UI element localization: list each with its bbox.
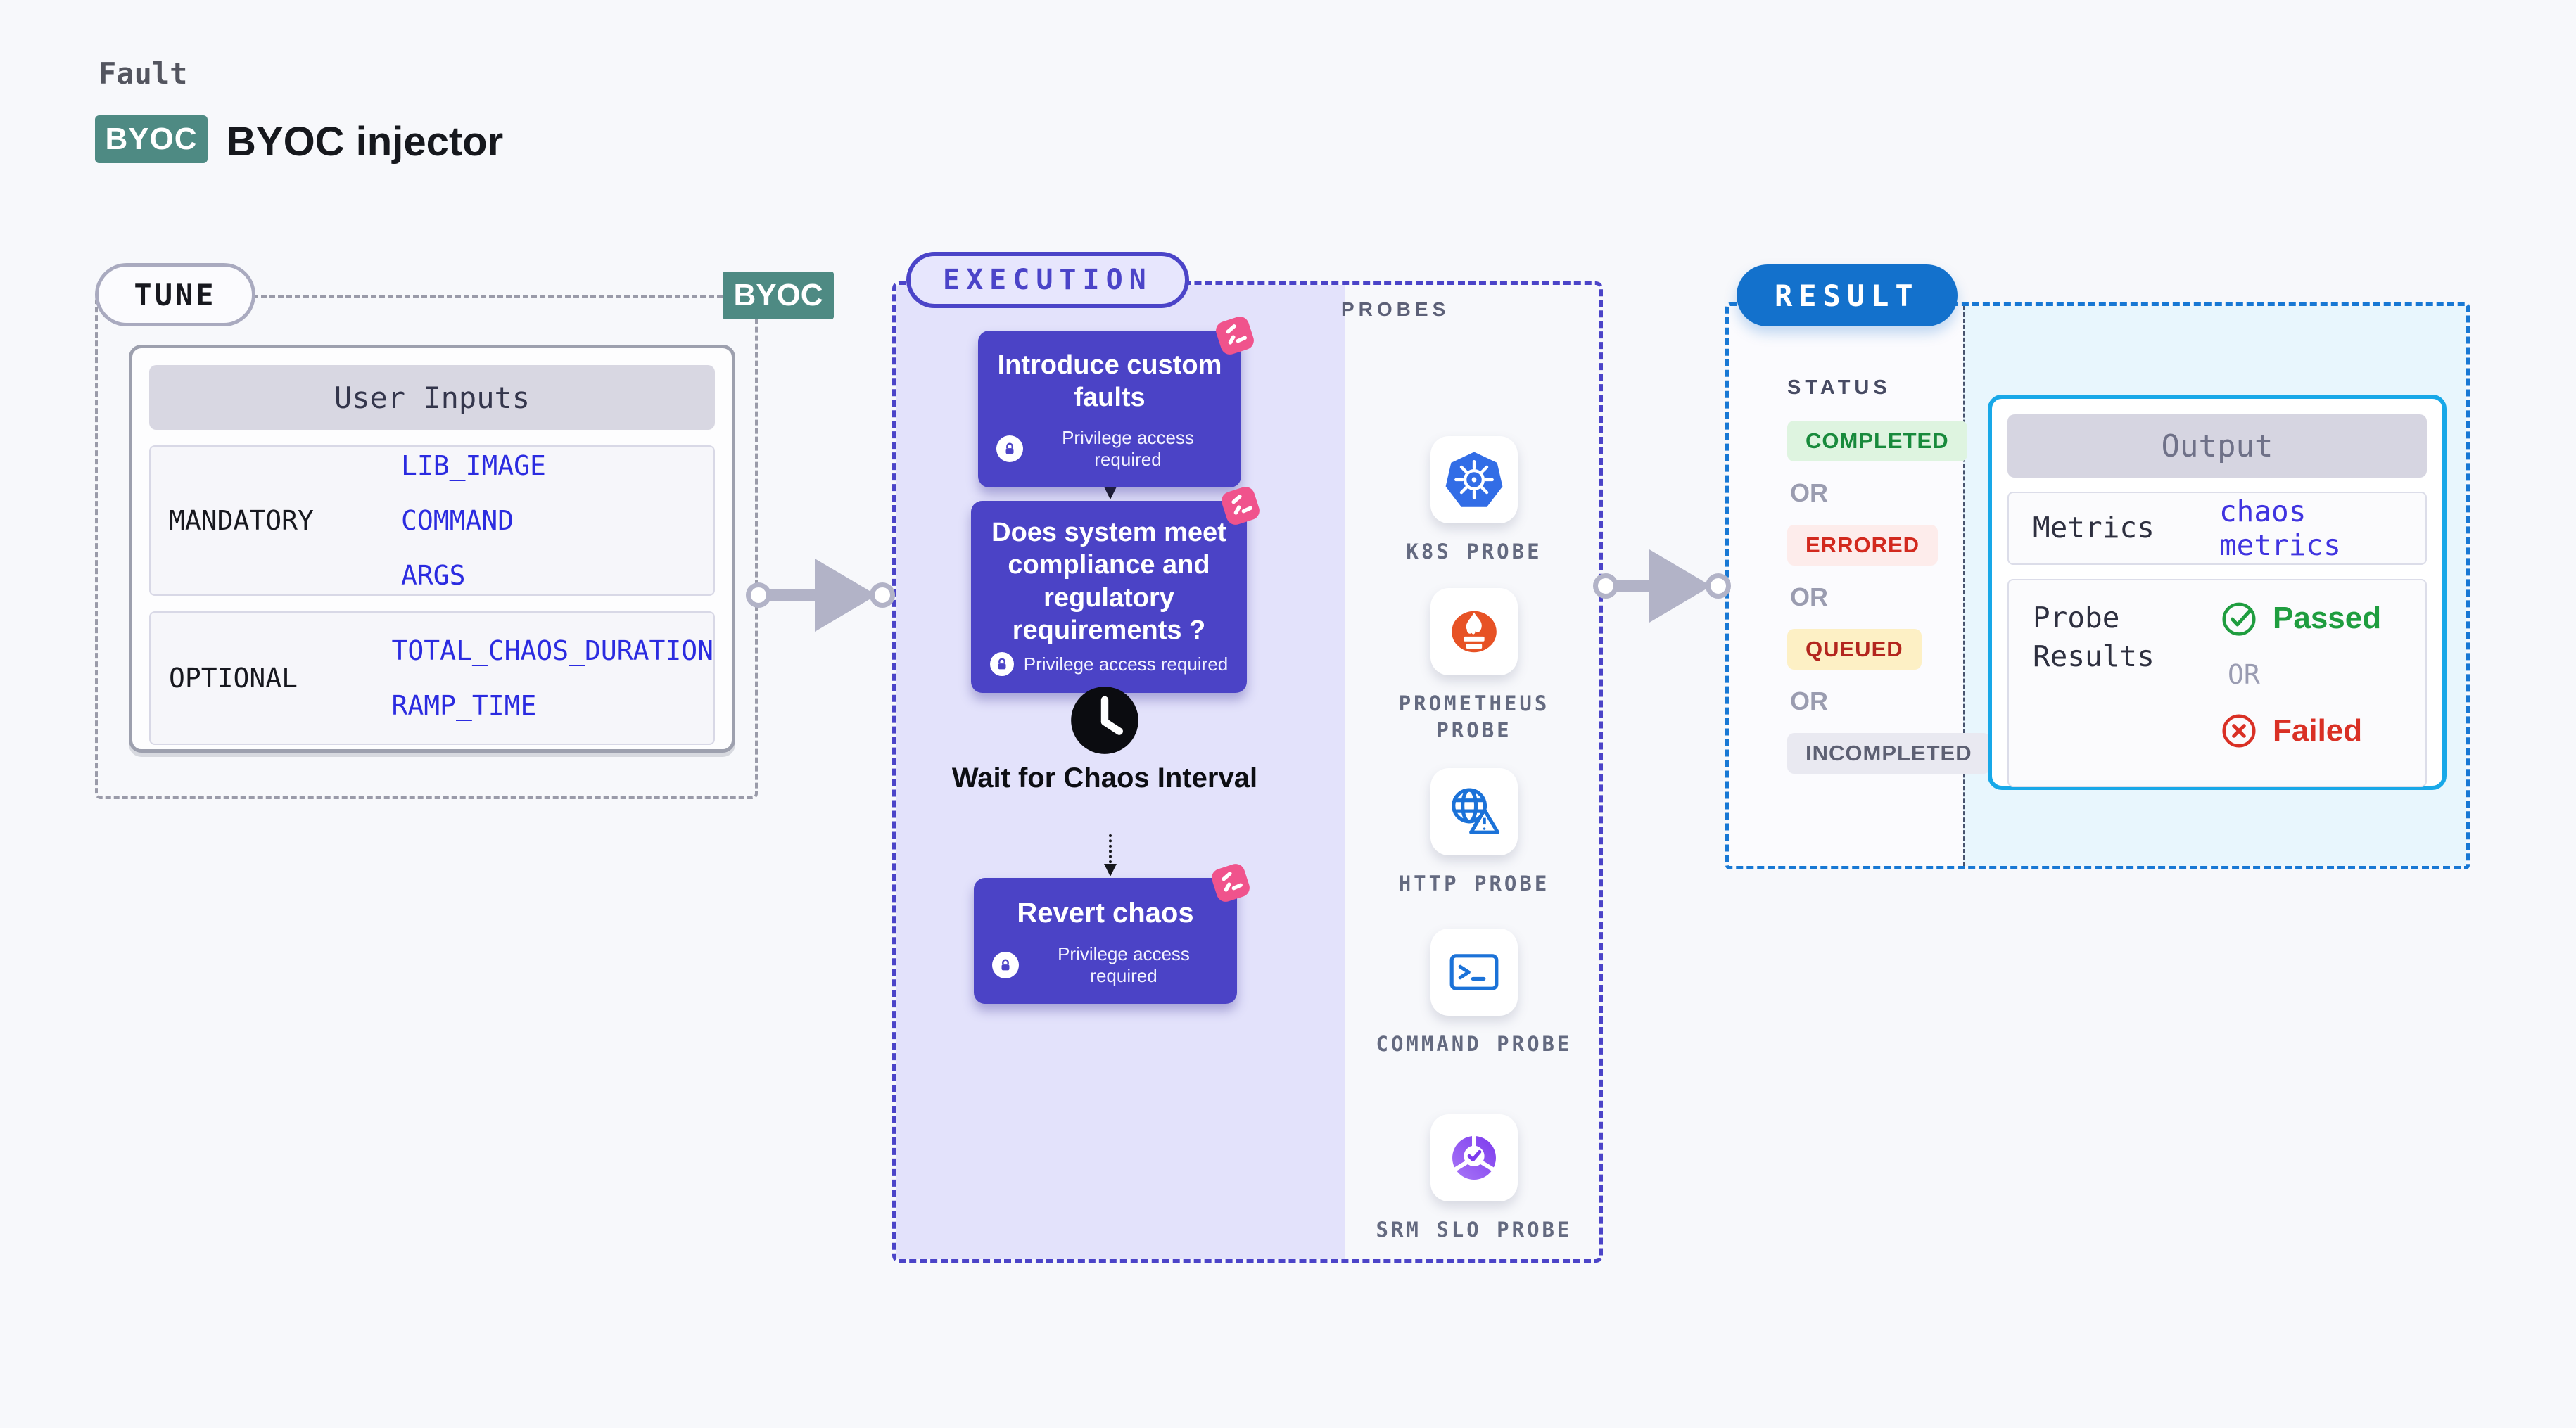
probe-label: HTTP PROBE — [1398, 872, 1550, 895]
step-title: Introduce custom faults — [997, 350, 1222, 413]
metrics-value: chaos metrics — [2219, 495, 2341, 562]
step-title: Does system meet compliance and regulato… — [991, 518, 1226, 646]
probe-results-label: Probe Results — [2033, 601, 2155, 674]
wait-step-title: Wait for Chaos Interval — [951, 763, 1258, 793]
connector-dot-icon — [1593, 573, 1618, 599]
metrics-label: Metrics — [2033, 511, 2155, 545]
arrow-head-icon — [815, 559, 877, 632]
probe-label: PROMETHEUS PROBE — [1398, 691, 1550, 742]
user-inputs-header: User Inputs — [149, 365, 715, 430]
result-section-label: RESULT — [1737, 264, 1958, 326]
probes-column-label: PROBES — [1341, 298, 1450, 320]
status-badge-errored: ERRORED — [1787, 525, 1939, 566]
page-title: BYOC injector — [227, 119, 504, 165]
status-label: STATUS — [1787, 376, 1891, 399]
arrow-head-icon — [1649, 549, 1711, 623]
env-var: ARGS — [401, 560, 466, 591]
kubernetes-icon — [1430, 436, 1518, 523]
metrics-row: Metrics chaos metrics — [2007, 492, 2427, 565]
lock-icon — [996, 435, 1023, 462]
probe-srm-slo: SRM SLO PROBE — [1376, 1114, 1573, 1244]
privilege-note: Privilege access required — [989, 652, 1229, 677]
or-separator: OR — [1790, 478, 1828, 507]
check-circle-icon — [2222, 602, 2256, 636]
or-separator: OR — [1790, 687, 1828, 715]
row-label: MANDATORY — [169, 505, 314, 536]
fault-category-label: Fault — [99, 56, 188, 91]
status-badge-completed: COMPLETED — [1787, 421, 1967, 461]
privilege-note: Privilege access required — [996, 427, 1223, 471]
env-var: LIB_IMAGE — [401, 450, 546, 481]
terminal-icon — [1430, 929, 1518, 1016]
step-introduce-custom-faults: Introduce custom faults Privilege access… — [978, 317, 1254, 487]
or-separator: OR — [2228, 659, 2260, 690]
status-column: STATUS COMPLETED OR ERRORED OR QUEUED OR… — [1787, 376, 1991, 774]
chaos-pink-icon — [1210, 311, 1260, 360]
probe-results-row: Probe Results Passed OR Failed — [2007, 579, 2427, 787]
tune-section-label: TUNE — [95, 263, 255, 326]
output-header: Output — [2007, 414, 2427, 478]
row-values: TOTAL_CHAOS_DURATION RAMP_TIME — [391, 635, 713, 721]
table-row-optional: OPTIONAL TOTAL_CHAOS_DURATION RAMP_TIME — [149, 611, 715, 745]
tune-section — [95, 295, 758, 799]
probe-k8s: K8S PROBE — [1376, 436, 1573, 566]
status-badge-incompleted: INCOMPLETED — [1787, 733, 1991, 774]
execution-section-label: EXECUTION — [906, 252, 1189, 308]
step-compliance-check: Does system meet compliance and regulato… — [971, 487, 1260, 694]
or-separator: OR — [1790, 582, 1828, 611]
byoc-corner-badge: BYOC — [723, 272, 834, 319]
privilege-note-text: Privilege access required — [1058, 943, 1190, 986]
lock-icon — [989, 652, 1014, 677]
passed-label: Passed — [2273, 601, 2382, 635]
table-row-mandatory: MANDATORY LIB_IMAGE COMMAND ARGS — [149, 445, 715, 596]
probe-results-values: Passed OR Failed — [2219, 599, 2381, 767]
probe-http: HTTP PROBE — [1376, 768, 1573, 898]
probe-label: K8S PROBE — [1406, 540, 1542, 563]
probe-prometheus: PROMETHEUS PROBE — [1376, 588, 1573, 744]
failed-line: Failed — [2219, 711, 2381, 751]
chaos-pink-icon — [1216, 481, 1265, 530]
prometheus-icon — [1430, 588, 1518, 675]
globe-alert-icon — [1430, 768, 1518, 855]
dotted-connector — [1104, 834, 1117, 876]
passed-line: Passed — [2219, 599, 2381, 638]
result-section: STATUS COMPLETED OR ERRORED OR QUEUED OR… — [1725, 302, 2470, 869]
step-title: Revert chaos — [1017, 898, 1194, 929]
arrow-line — [768, 589, 816, 601]
status-badge-queued: QUEUED — [1787, 629, 1922, 670]
env-var: COMMAND — [401, 505, 514, 536]
connector-dot-icon — [870, 582, 895, 608]
output-card: Output Metrics chaos metrics Probe Resul… — [1988, 395, 2447, 790]
env-var: RAMP_TIME — [391, 690, 537, 721]
result-divider — [1963, 306, 1965, 866]
chaos-pink-icon — [1206, 858, 1255, 907]
privilege-note-text: Privilege access required — [1023, 653, 1229, 675]
failed-label: Failed — [2273, 713, 2363, 748]
arrow-line — [1616, 580, 1652, 592]
connector-dot-icon — [746, 582, 771, 608]
probe-label: SRM SLO PROBE — [1376, 1218, 1573, 1242]
row-label: OPTIONAL — [169, 663, 298, 694]
privilege-note-text: Privilege access required — [1062, 426, 1194, 470]
row-values: LIB_IMAGE COMMAND ARGS — [401, 450, 546, 591]
slo-donut-check-icon — [1430, 1114, 1518, 1201]
env-var: TOTAL_CHAOS_DURATION — [391, 635, 713, 666]
probe-label: COMMAND PROBE — [1376, 1032, 1573, 1056]
step-revert-chaos: Revert chaos Privilege access required — [974, 864, 1250, 1004]
byoc-title-badge: BYOC — [95, 115, 208, 163]
probe-command: COMMAND PROBE — [1376, 929, 1573, 1058]
user-inputs-table: User Inputs MANDATORY LIB_IMAGE COMMAND … — [129, 345, 735, 753]
clock-icon — [1068, 684, 1141, 757]
lock-icon — [992, 951, 1019, 978]
privilege-note: Privilege access required — [992, 943, 1219, 987]
connector-dot-icon — [1706, 573, 1731, 599]
x-circle-icon — [2222, 714, 2256, 748]
